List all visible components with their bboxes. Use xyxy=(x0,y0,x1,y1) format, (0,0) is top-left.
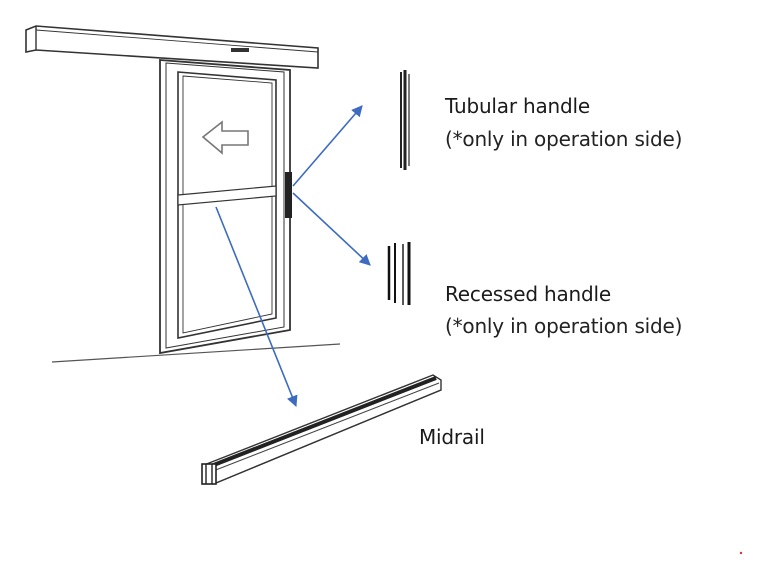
recessed-handle-title: Recessed handle xyxy=(445,282,611,306)
arrow-to-midrail xyxy=(215,206,298,408)
arrow-to-recessed-handle xyxy=(292,192,371,266)
door-header-beam xyxy=(25,25,319,69)
floor-line xyxy=(51,343,341,363)
arrow-to-tubular-handle xyxy=(292,105,363,187)
tubular-handle-note: (*only in operation side) xyxy=(445,127,683,151)
left-arrow-icon xyxy=(201,120,249,155)
stray-dot xyxy=(739,551,743,555)
midrail-title: Midrail xyxy=(419,425,485,449)
sliding-door-leaf xyxy=(159,59,292,355)
tubular-handle-part xyxy=(400,70,410,170)
midrail-part xyxy=(201,374,442,485)
leader-arrows xyxy=(215,105,371,408)
recessed-handle-note: (*only in operation side) xyxy=(445,314,683,338)
recessed-handle-part xyxy=(387,242,411,305)
tubular-handle-title: Tubular handle xyxy=(445,94,590,118)
